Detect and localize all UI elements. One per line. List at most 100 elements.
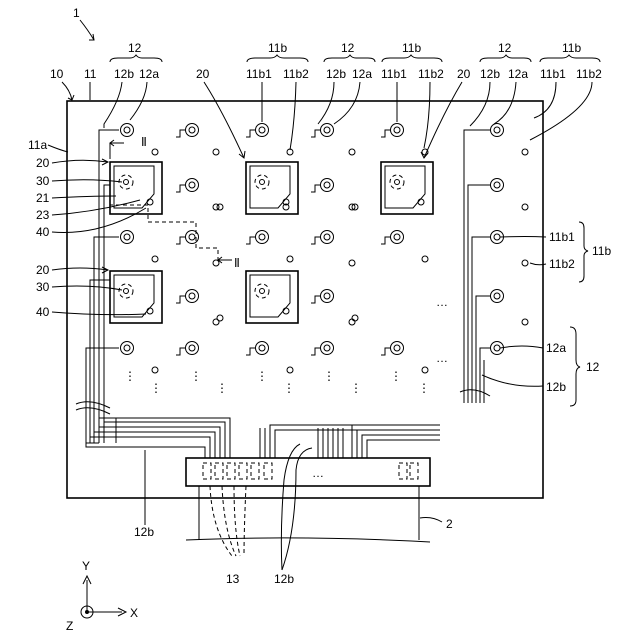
electrode-12a-inner <box>189 234 195 240</box>
electrode-12a-right <box>491 179 504 192</box>
trace-12b-stub <box>311 237 320 244</box>
electrode-11b2 <box>287 367 293 373</box>
sensor-30-center <box>395 180 400 185</box>
label-11b-right: 11b <box>592 244 611 258</box>
vertical-ellipsis: ⋮ <box>124 369 136 383</box>
electrode-12a-inner <box>394 127 400 133</box>
electrode-11b2 <box>522 260 528 266</box>
electrode-40 <box>147 308 153 314</box>
label-12-top-right: 12 <box>498 41 512 55</box>
electrode-11b2 <box>349 260 355 266</box>
electrode-12a-inner <box>324 182 330 188</box>
vertical-ellipsis: ⋮ <box>350 381 362 395</box>
section-line <box>110 140 232 263</box>
electrode-11b2 <box>422 367 428 373</box>
electrode-12a <box>256 124 269 137</box>
electrode-11b2 <box>152 367 158 373</box>
electrode-11b2 <box>522 204 528 210</box>
electrode-12a <box>321 179 334 192</box>
right-wiring-bundle <box>260 130 491 458</box>
sensor-30-center <box>260 180 265 185</box>
connector-pad-13 <box>410 463 418 479</box>
connector-pad-13 <box>239 463 247 479</box>
electrode-11b2 <box>349 319 355 325</box>
sensor-30-center <box>260 289 265 294</box>
trace-12b-stub <box>311 296 320 303</box>
trace-12b-stub <box>176 348 185 355</box>
left-wiring-bundle <box>76 130 230 458</box>
sensor-30 <box>255 175 269 189</box>
pixel-21-frame <box>250 166 290 208</box>
z-axis-dot <box>85 610 89 614</box>
electrode-12a <box>256 342 269 355</box>
electrode-12a-right-inner <box>494 345 500 351</box>
electrode-11b2 <box>213 319 219 325</box>
electrode-12a-inner <box>189 345 195 351</box>
electrode-12a-right <box>491 124 504 137</box>
axis-x-label: X <box>130 606 138 620</box>
label-12b-bottom-left: 12b <box>134 525 154 539</box>
electrode-12a <box>186 231 199 244</box>
axis-z-label: Z <box>66 619 73 633</box>
horizontal-ellipsis: … <box>436 295 448 309</box>
connector-pads <box>203 463 418 479</box>
electrode-12a-inner <box>259 127 265 133</box>
label-2: 2 <box>446 517 453 531</box>
connector-pad-13 <box>399 463 407 479</box>
label-11b-top-right: 11b <box>562 41 581 55</box>
label-23: 23 <box>36 208 50 222</box>
electrode-12a-inner <box>324 345 330 351</box>
electrode-12a <box>121 231 134 244</box>
electrode-12a-inner <box>324 234 330 240</box>
electrode-12a <box>391 231 404 244</box>
trace-12b-stub <box>381 348 390 355</box>
trace-12b-stub <box>176 185 185 192</box>
pixel-21-frame <box>114 275 154 317</box>
electrode-12a <box>121 342 134 355</box>
label-10: 10 <box>50 67 64 81</box>
label-30-left-a: 30 <box>36 174 50 188</box>
electrode-12a <box>121 124 134 137</box>
electrode-12a-inner <box>189 293 195 299</box>
sensor-30 <box>255 284 269 298</box>
label-12b-right: 12b <box>546 380 566 394</box>
label-30-left-b: 30 <box>36 280 50 294</box>
vertical-ellipsis: ⋮ <box>216 381 228 395</box>
label-12-right: 12 <box>586 360 600 374</box>
connector-pad-13 <box>264 463 272 479</box>
vertical-ellipsis: ⋮ <box>323 369 335 383</box>
electrode-12a-right-inner <box>494 182 500 188</box>
label-13: 13 <box>226 572 240 586</box>
label-11b-top-a: 11b <box>268 41 287 55</box>
ellipsis-markers: ⋮⋮⋮⋮⋮⋮⋮⋮⋮⋮…… <box>124 295 448 395</box>
label-11b1-top-b: 11b1 <box>381 67 407 81</box>
label-20-left-b: 20 <box>36 263 50 277</box>
electrode-11b2 <box>152 256 158 262</box>
trace-12b-stub <box>311 130 320 137</box>
electrode-12a <box>391 124 404 137</box>
vertical-ellipsis: ⋮ <box>190 369 202 383</box>
electrode-11b2 <box>287 256 293 262</box>
connector-pad-13 <box>215 463 223 479</box>
vertical-ellipsis: ⋮ <box>150 381 162 395</box>
label-11b2-right: 11b2 <box>549 257 575 271</box>
electrode-40 <box>147 199 153 205</box>
label-12a-top-mid: 12a <box>352 67 372 81</box>
electrode-12a <box>186 342 199 355</box>
trace-12b-stub <box>176 296 185 303</box>
vertical-ellipsis: ⋮ <box>256 369 268 383</box>
pixel-array <box>110 124 528 374</box>
section-mark-top: Ⅱ <box>141 135 147 149</box>
label-11b1-top-right: 11b1 <box>540 67 566 81</box>
connector-pad-13 <box>251 463 259 479</box>
connector-ellipsis: … <box>312 466 324 480</box>
electrode-12a-inner <box>324 127 330 133</box>
axis-indicator: Y X Z <box>66 559 138 633</box>
trace-12b-stub <box>246 130 255 137</box>
electrode-12a-inner <box>324 293 330 299</box>
horizontal-ellipsis: … <box>436 351 448 365</box>
electrode-11b2 <box>213 204 219 210</box>
label-11b2-top-a: 11b2 <box>283 67 309 81</box>
electrode-12a <box>186 290 199 303</box>
